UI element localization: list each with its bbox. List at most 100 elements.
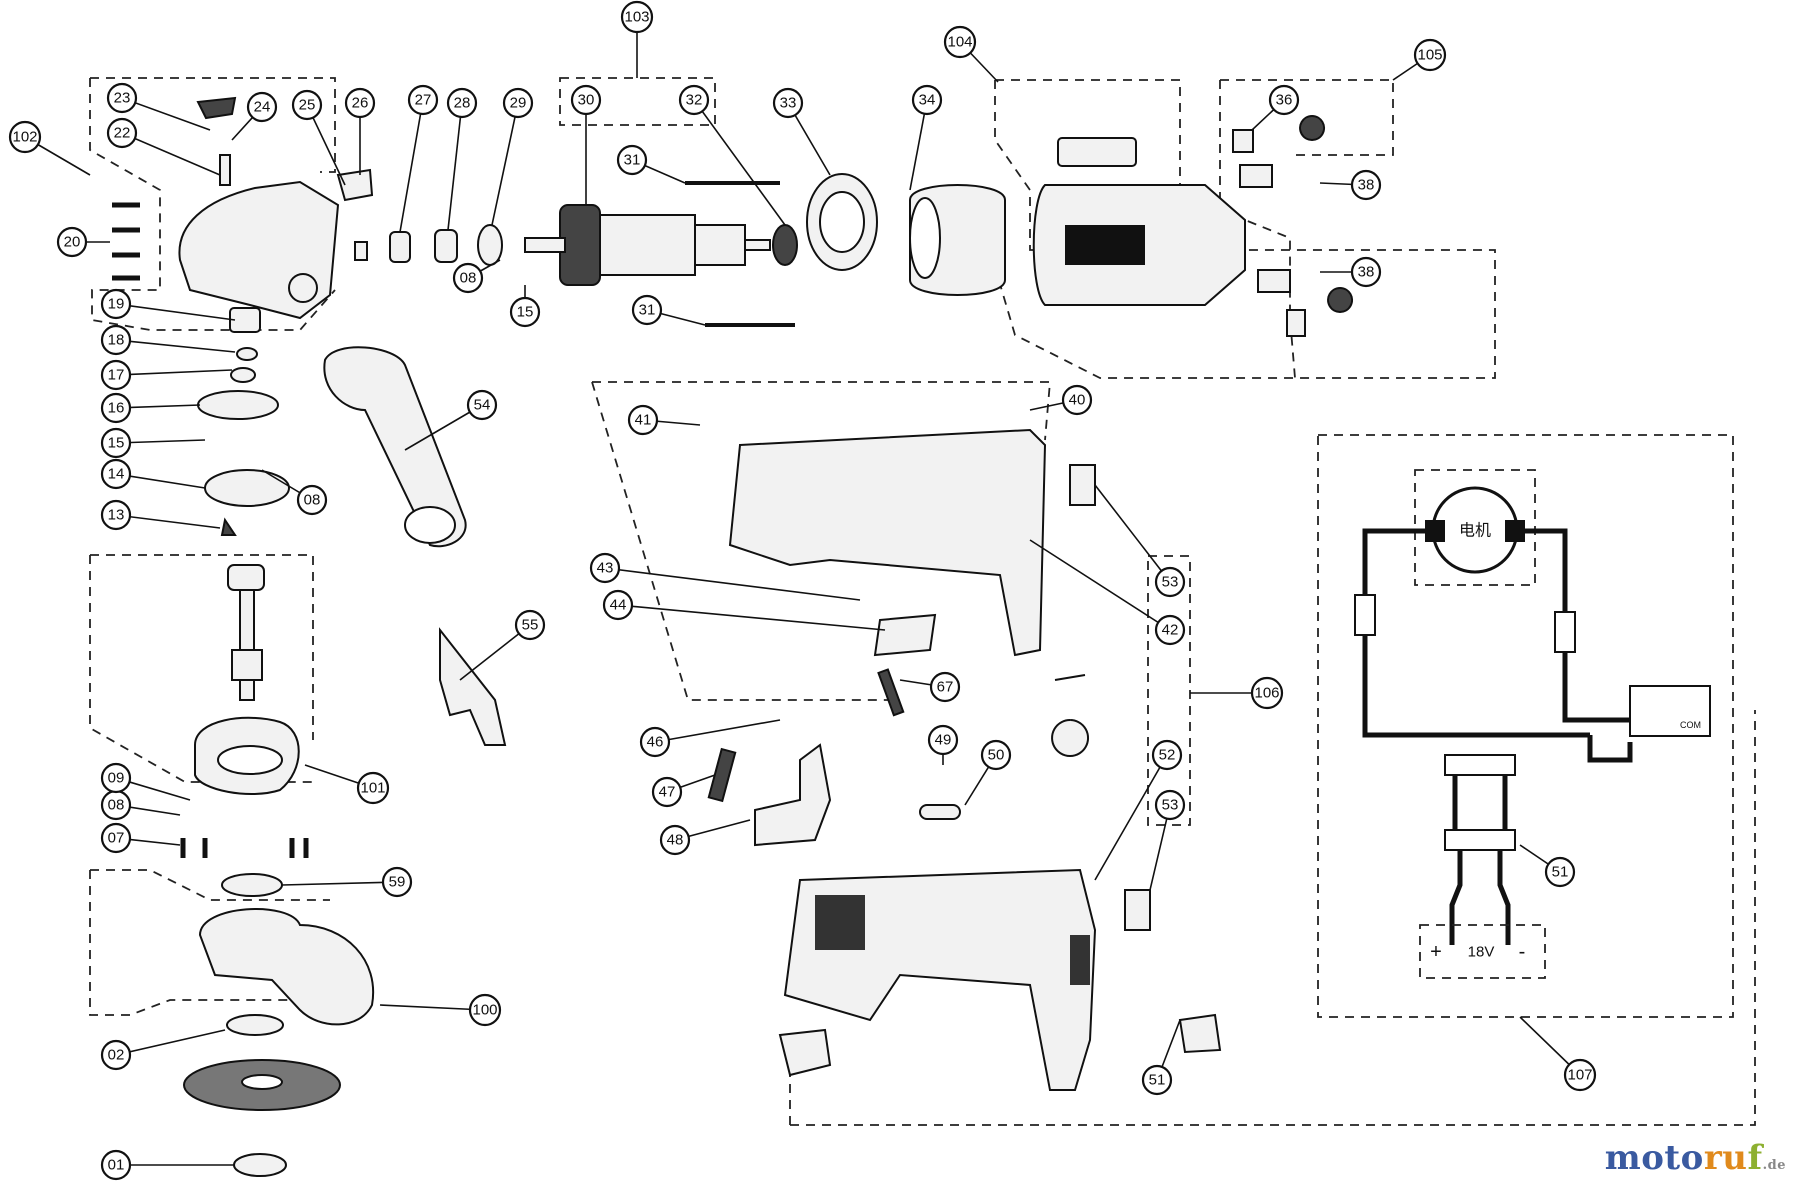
callout-number-44: 44 [610,597,627,614]
callout-number-54: 54 [474,397,491,414]
callout-number-17: 17 [108,367,125,384]
callout-number-27: 27 [415,92,432,109]
callout-number-13: 13 [108,507,125,524]
callout-number-01: 01 [108,1157,125,1174]
callout-55: 55 [514,609,546,641]
callout-53: 53 [1154,566,1186,598]
callout-26: 26 [344,87,376,119]
callout-08: 08 [296,484,328,516]
callout-circle-49 [927,724,959,756]
callout-number-48: 48 [667,832,684,849]
callout-circle-08 [296,484,328,516]
callout-number-106: 106 [1254,685,1279,702]
callout-number-15: 15 [108,435,125,452]
callout-number-38: 38 [1358,177,1375,194]
callout-32: 32 [678,84,710,116]
callout-circle-100 [468,993,502,1027]
callout-104: 104 [943,25,977,59]
callout-number-24: 24 [254,99,271,116]
battery-minus-label: - [1519,941,1526,963]
leader-line-17 [115,369,233,376]
callout-circle-32 [678,84,710,116]
callout-circle-09 [100,762,132,794]
callout-number-42: 42 [1162,622,1179,639]
leader-line-18 [115,339,236,353]
callout-67: 67 [929,671,961,703]
callout-number-104: 104 [947,34,972,51]
callout-number-43: 43 [597,560,614,577]
callout-number-19: 19 [108,296,125,313]
callout-number-14: 14 [108,466,125,483]
callout-number-100: 100 [472,1002,497,1019]
callout-number-47: 47 [659,784,676,801]
leader-line-42 [1029,539,1171,631]
callout-circle-27 [407,84,439,116]
callout-48: 48 [659,824,691,856]
callout-number-18: 18 [108,332,125,349]
battery-voltage-label: 18V [1468,944,1495,961]
callout-number-67: 67 [937,679,954,696]
callout-number-26: 26 [352,95,369,112]
callout-circle-53 [1154,566,1186,598]
leader-line-59 [281,881,398,886]
callout-circle-22 [106,117,138,149]
callout-number-15: 15 [517,304,534,321]
callout-31: 31 [616,144,648,176]
callout-18: 18 [100,324,132,356]
callout-number-59: 59 [389,874,406,891]
callout-number-08: 08 [304,492,321,509]
leader-line-29 [491,102,519,226]
callout-number-32: 32 [686,92,703,109]
callout-circle-20 [56,226,88,258]
callout-38: 38 [1350,256,1382,288]
callout-circle-02 [100,1039,132,1071]
leader-line-19 [115,303,236,321]
callout-circle-102 [8,120,42,154]
callout-circle-67 [929,671,961,703]
callout-19: 19 [100,288,132,320]
callout-27: 27 [407,84,439,116]
callout-number-29: 29 [510,95,527,112]
callout-circle-36 [1268,84,1300,116]
callout-13: 13 [100,499,132,531]
callout-circle-19 [100,288,132,320]
leader-line-28 [447,102,463,231]
callout-circle-07 [100,822,132,854]
callout-circle-52 [1151,739,1183,771]
callout-40: 40 [1061,384,1093,416]
callout-number-31: 31 [624,152,641,169]
leader-line-46 [654,719,781,743]
callout-circle-16 [100,392,132,424]
callout-number-25: 25 [299,97,316,114]
callout-01: 01 [100,1149,132,1181]
callout-25: 25 [291,89,323,121]
watermark-text-3: f [1747,1138,1763,1178]
callout-circle-101 [356,771,390,805]
callout-circle-14 [100,458,132,490]
callout-number-53: 53 [1162,574,1179,591]
callout-16: 16 [100,392,132,424]
callout-41: 41 [627,404,659,436]
callout-number-36: 36 [1276,92,1293,109]
leader-line-43 [604,567,861,601]
callout-circle-42 [1154,614,1186,646]
callout-circle-47 [651,776,683,808]
callout-circle-106 [1250,676,1284,710]
callout-number-23: 23 [114,90,131,107]
callout-circle-41 [627,404,659,436]
callout-36: 36 [1268,84,1300,116]
callout-31: 31 [631,294,663,326]
callout-59: 59 [381,866,413,898]
leader-line-23 [121,97,211,131]
callout-circle-50 [980,739,1012,771]
callout-number-38: 38 [1358,264,1375,281]
callout-circle-15 [509,296,541,328]
callout-circle-44 [602,589,634,621]
callout-09: 09 [100,762,132,794]
callout-28: 28 [446,87,478,119]
callout-circle-51 [1141,1064,1173,1096]
callout-number-46: 46 [647,734,664,751]
callout-circle-34 [911,84,943,116]
callout-number-51: 51 [1149,1072,1166,1089]
